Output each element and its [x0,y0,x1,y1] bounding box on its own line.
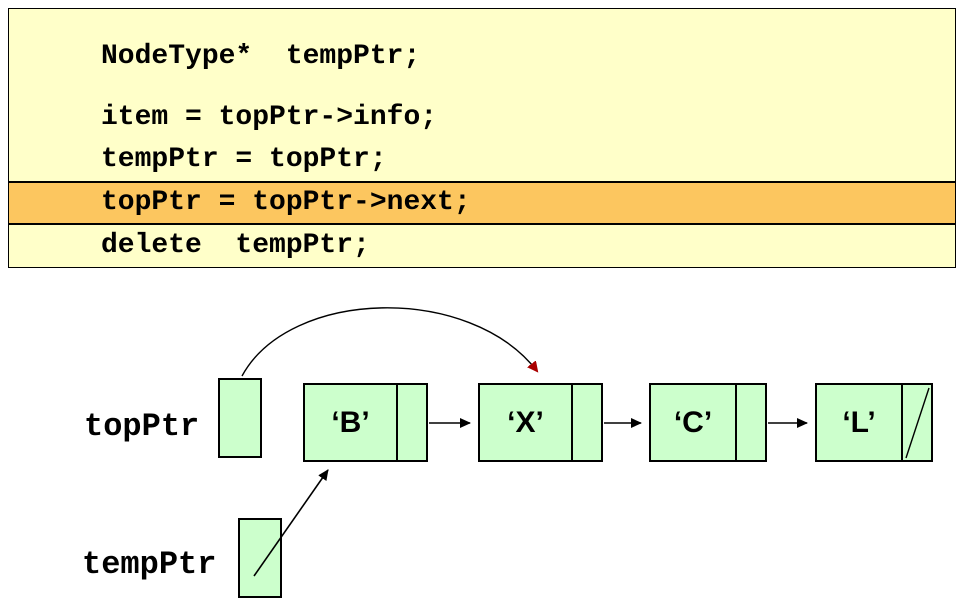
code-box: NodeType* tempPtr; item = topPtr->info; … [8,8,956,268]
node-x-data: ‘X’ [507,405,544,439]
tempptr-label: tempPtr [82,546,217,583]
topptr-box [218,378,262,458]
node-b-data: ‘B’ [331,405,370,439]
topptr-label: topPtr [84,408,200,445]
list-node-c: ‘C’ [649,383,767,462]
code-line-tempptr-assign: tempPtr = topPtr; [101,144,387,175]
node-c-next-cell [735,385,765,460]
node-l-data: ‘L’ [842,405,876,439]
node-c-data: ‘C’ [673,405,713,439]
list-node-b: ‘B’ [303,383,428,462]
code-line-item-assign: item = topPtr->info; [101,102,438,133]
node-l-next-cell [901,385,931,460]
code-line-declaration: NodeType* tempPtr; [101,41,421,72]
code-line-delete: delete tempPtr; [101,230,370,261]
node-x-next-cell [571,385,601,460]
list-node-x: ‘X’ [478,383,603,462]
node-b-next-cell [396,385,426,460]
list-node-l: ‘L’ [815,383,933,462]
code-line-highlighted: topPtr = topPtr->next; [9,181,955,225]
tempptr-box [238,518,282,598]
new-top-link-arrow [241,307,537,377]
code-blank-line [9,78,955,97]
